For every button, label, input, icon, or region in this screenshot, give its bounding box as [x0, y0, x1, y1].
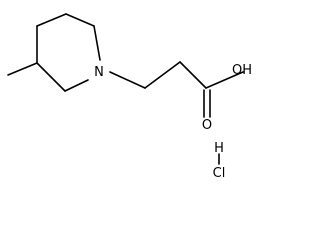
chain-bond-n-c1 [109, 71, 146, 89]
ring-bond-c2-c3 [36, 13, 67, 27]
chlorine-atom-label: Cl [213, 166, 226, 181]
methyl-bond [7, 62, 38, 76]
hydrogen-atom-label: H [214, 141, 224, 156]
hydroxyl-label: OH [232, 63, 252, 78]
ring-bond-c6-c5 [36, 62, 66, 92]
ring-bond-c3-c4 [65, 13, 95, 27]
structure-canvas: N OH O H Cl [7, 13, 253, 181]
chain-bond-c2-c3 [179, 61, 207, 89]
nitrogen-atom-label: N [94, 65, 104, 80]
bond-lines [7, 13, 244, 165]
carbonyl-oxygen-label: O [202, 118, 212, 133]
molecule-drawing: N OH O H Cl [7, 13, 252, 181]
chain-bond-c1-c2 [144, 61, 181, 89]
ring-bond-c4-n [93, 25, 101, 61]
ring-bond-n-c6 [64, 79, 89, 92]
carboxyl-bond-c-oh [205, 71, 244, 89]
